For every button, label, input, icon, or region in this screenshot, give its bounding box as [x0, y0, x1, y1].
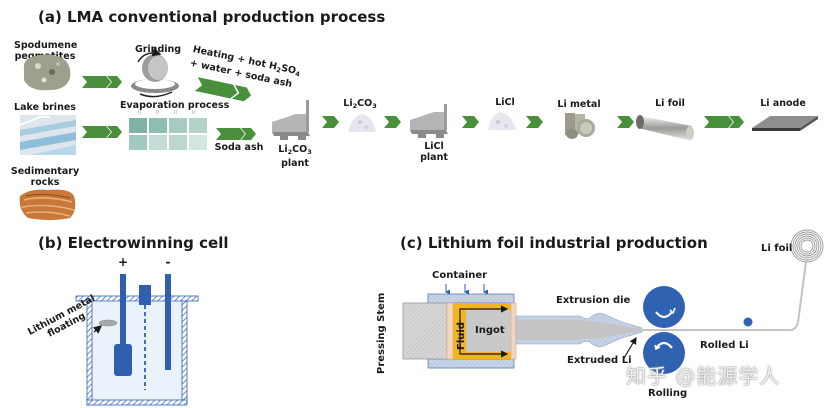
dummy-block: [446, 302, 454, 360]
label-licl: LiCl: [495, 97, 515, 108]
cathode-minus-sign: -: [165, 255, 171, 269]
label-ingot: Ingot: [475, 325, 505, 336]
rotation-arrow-bottom: [655, 341, 673, 349]
anode-rod: [120, 274, 126, 344]
anode-plate: [114, 344, 132, 376]
anode-plus-sign: +: [117, 255, 129, 269]
label-sedimentary: Sedimentary rocks: [10, 166, 80, 188]
arrow-licl-plant-licl: [462, 116, 479, 128]
container-top: [427, 293, 515, 304]
label-rolling: Rolling: [648, 388, 688, 399]
arrow-li2co3-licl-plant: [384, 116, 401, 128]
label-extrusion-die: Extrusion die: [556, 295, 631, 306]
label-li-anode: Li anode: [760, 98, 806, 109]
label-li-foil-coil: Li foil: [761, 243, 793, 254]
fluid-flow-arrow-bottom: [459, 320, 509, 358]
licl-plant-image: [410, 104, 448, 138]
label-extruded-li: Extruded Li: [567, 355, 632, 366]
arrow-grinding-heating: [194, 77, 252, 102]
cathode-rod: [165, 274, 171, 370]
ingot: [466, 310, 511, 352]
arrow-lifoil-lianode: [704, 116, 744, 128]
arrow-licl-limetal: [526, 116, 543, 128]
li-metal-image: [565, 113, 595, 139]
floating-pointer-arrow: [92, 325, 103, 334]
label-lake-brines: Lake brines: [14, 102, 76, 113]
label-li-metal: Li metal: [557, 99, 601, 110]
die-face: [510, 302, 517, 360]
label-rolled-li: Rolled Li: [700, 340, 749, 351]
li2co3-powder-image: [348, 114, 376, 132]
lithium-metal-floating: [98, 319, 118, 327]
li-foil-coil: [790, 229, 824, 263]
li-anode-sheet-image: [752, 116, 818, 131]
lake-brines-image: [19, 115, 76, 155]
label-li-foil: Li foil: [655, 98, 685, 109]
label-li2co3: Li2CO3: [343, 98, 377, 110]
label-fluid: Fluid: [456, 322, 467, 350]
label-container: Container: [432, 270, 488, 281]
label-soda-ash: Soda ash: [214, 142, 264, 153]
evaporation-ponds-image: [128, 109, 210, 152]
panel-a-title: (a) LMA conventional production process: [38, 8, 386, 26]
roller-bottom: [643, 332, 685, 374]
arrow-limetal-lifoil: [617, 116, 634, 128]
cell-bottom: [86, 399, 188, 406]
arrow-spodumene-grinding: [82, 76, 122, 88]
panel-b-title: (b) Electrowinning cell: [38, 234, 229, 252]
watermark: 知乎 @能源学人: [626, 364, 781, 388]
grinding-mill-image: [131, 47, 179, 98]
diaphragm-holder: [139, 285, 151, 305]
extruded-li-pointer: [623, 336, 637, 359]
li2co3-plant-image: [272, 100, 310, 140]
process-arrows: [82, 76, 744, 140]
arrow-brines-evaporation: [82, 126, 122, 138]
guide-roller: [743, 317, 753, 327]
arrow-plant-li2co3: [322, 116, 339, 128]
pressing-stem: [402, 302, 448, 360]
label-li2co3-plant: Li2CO3 plant: [278, 144, 312, 169]
label-pressing-stem: Pressing Stem: [376, 292, 387, 374]
label-evaporation: Evaporation process: [120, 100, 230, 111]
spodumene-rock-image: [23, 54, 71, 91]
sedimentary-rock-image: [19, 189, 76, 220]
electrowinning-cell: [75, 274, 199, 406]
cell-wall-right: [181, 300, 188, 403]
container-bottom: [427, 358, 515, 369]
arrow-evaporation-plant: [216, 128, 256, 140]
cell-lid: [75, 295, 199, 302]
panel-c-title: (c) Lithium foil industrial production: [400, 234, 708, 252]
licl-powder-image: [488, 112, 516, 130]
extruded-li: [516, 320, 640, 340]
rolled-li-strip: [640, 261, 807, 331]
extrusion-assembly: [402, 229, 824, 374]
roller-top: [643, 286, 685, 328]
li-foil-roll-image: [636, 115, 694, 140]
rotation-arrow-top: [655, 311, 673, 319]
